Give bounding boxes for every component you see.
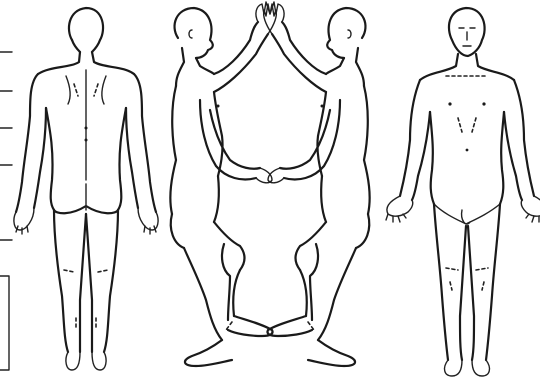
body-front-view-icon xyxy=(386,8,540,376)
body-side-view-left-icon xyxy=(170,2,276,366)
body-back-view-icon xyxy=(14,8,158,370)
body-side-view-right-icon xyxy=(264,2,370,366)
form-edge-lines xyxy=(0,52,12,370)
